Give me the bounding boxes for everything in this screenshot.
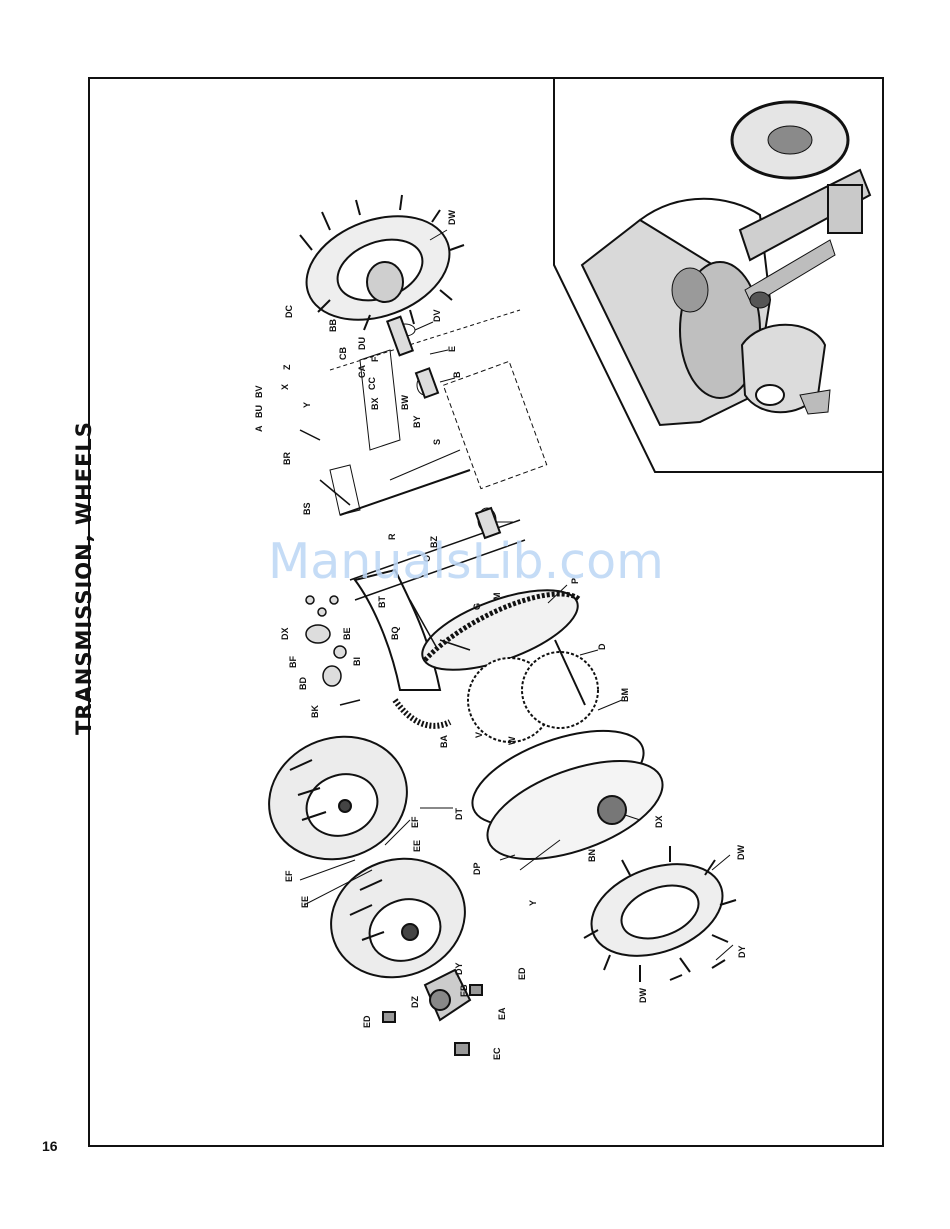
label-dp: DP — [472, 862, 482, 875]
label-ed-left: ED — [362, 1015, 372, 1028]
label-b-top: B — [452, 371, 462, 378]
label-ec: EC — [492, 1047, 502, 1060]
label-bv: BV — [254, 385, 264, 398]
label-bq: BQ — [390, 627, 400, 641]
label-ba: BA — [439, 735, 449, 748]
label-z: Z — [282, 364, 292, 370]
label-ee-top: EE — [412, 840, 422, 852]
label-cc: CC — [367, 377, 377, 390]
label-x: X — [280, 384, 290, 390]
label-dc: DC — [284, 305, 294, 318]
label-ca: CA — [357, 365, 367, 378]
label-dy-left: DY — [454, 962, 464, 975]
label-bd: BD — [298, 677, 308, 690]
label-ef-left: EF — [284, 870, 294, 882]
inset-photo — [554, 79, 884, 472]
label-by: BY — [412, 415, 422, 428]
label-bn: BN — [587, 849, 597, 862]
label-dy-right: DY — [737, 945, 747, 958]
left-tire-assembly — [252, 718, 482, 1055]
label-e: E — [447, 346, 457, 352]
label-dw-bottom: DW — [638, 988, 648, 1003]
label-s: S — [432, 439, 442, 445]
label-d: D — [597, 643, 607, 650]
label-bt: BT — [377, 596, 387, 608]
label-bw: BW — [400, 395, 410, 410]
label-br: BR — [282, 452, 292, 465]
label-dw-top: DW — [447, 210, 457, 225]
label-bf: BF — [288, 656, 298, 668]
label-bx: BX — [370, 397, 380, 410]
label-bs: BS — [302, 502, 312, 515]
label-du: DU — [357, 337, 367, 350]
label-dw-right: DW — [736, 845, 746, 860]
label-ea: EA — [497, 1007, 507, 1020]
label-dv: DV — [432, 309, 442, 322]
label-be: BE — [342, 627, 352, 640]
label-eb: EB — [459, 984, 469, 997]
label-m: M — [492, 593, 502, 601]
chain-sprocket-assembly — [413, 574, 675, 879]
watermark-text: ManualsLib.com — [268, 533, 664, 590]
label-f: F — [370, 356, 380, 362]
label-y: Y — [302, 402, 312, 408]
label-g: G — [472, 603, 482, 610]
label-bm: BM — [620, 688, 630, 702]
label-dt: DT — [454, 808, 464, 820]
label-a: A — [254, 425, 264, 432]
label-ef-top: EF — [410, 816, 420, 828]
label-bb: BB — [328, 319, 338, 332]
label-v: V — [474, 732, 484, 738]
label-y-bottom: Y — [528, 900, 538, 906]
label-bk: BK — [310, 705, 320, 718]
label-dx-right: DX — [654, 815, 664, 828]
label-ee-left: EE — [300, 896, 310, 908]
top-wheel-assembly — [292, 195, 500, 538]
label-dz: DZ — [410, 996, 420, 1008]
label-dx-left: DX — [280, 627, 290, 640]
label-w: W — [507, 736, 517, 745]
label-ed-right: ED — [517, 967, 527, 980]
bottom-wheel-assembly — [579, 846, 736, 982]
label-cb: CB — [338, 347, 348, 360]
label-bu: BU — [254, 405, 264, 418]
label-bi: BI — [352, 657, 362, 666]
